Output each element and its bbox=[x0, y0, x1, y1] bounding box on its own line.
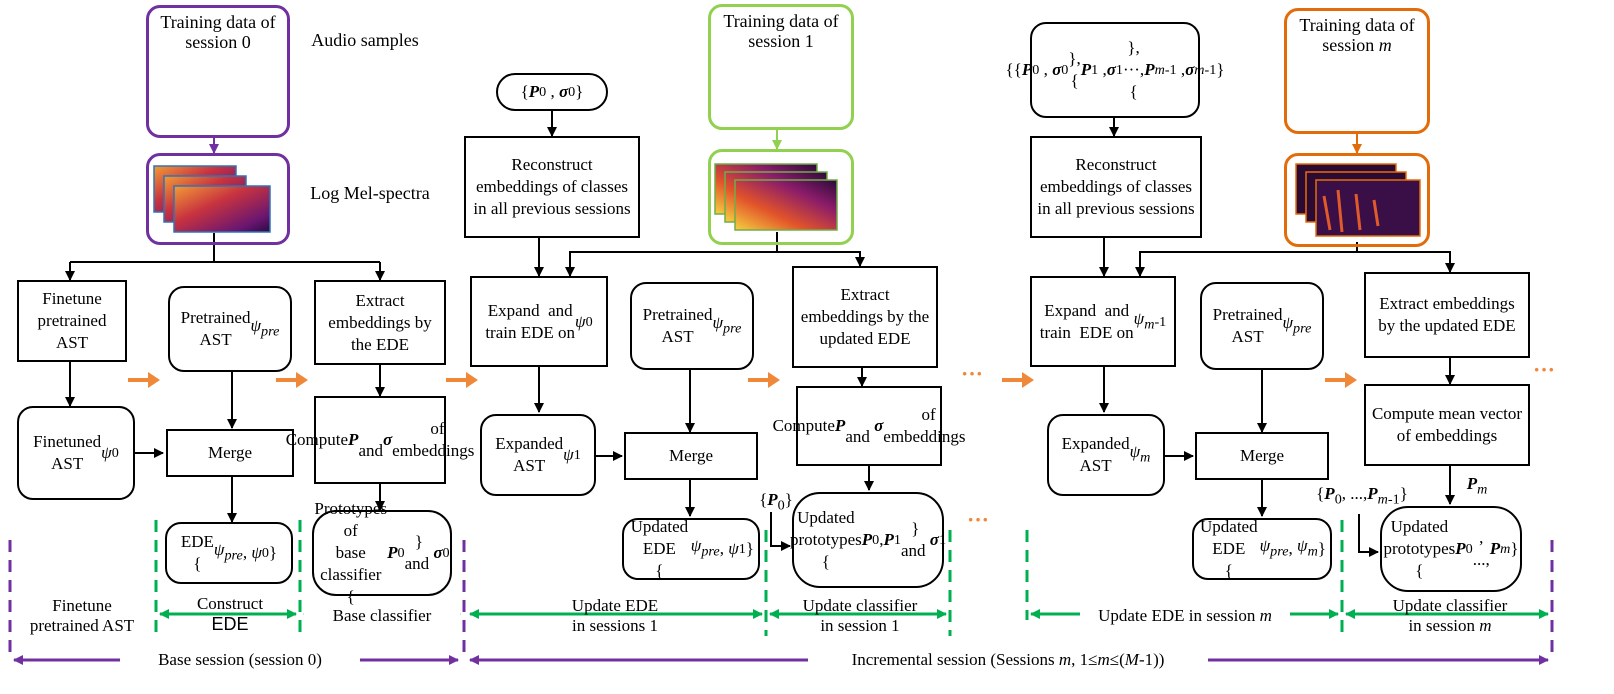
merge-box-1: Merge bbox=[624, 432, 758, 480]
pm1-annotation: {P0, ...,Pm-1} bbox=[1316, 484, 1408, 508]
reconstruct-box-1: Reconstruct embeddings of classes in all… bbox=[464, 136, 640, 238]
sessionm-arrows bbox=[1099, 118, 1455, 557]
merge-box-m: Merge bbox=[1195, 432, 1329, 480]
ellipsis-2: ··· bbox=[966, 507, 989, 532]
pm-annotation: Pm bbox=[1466, 474, 1488, 498]
updated-ede-box-m: Updated EDE{ψpre, ψm} bbox=[1192, 517, 1332, 580]
extract-updated-box-1: Extract embeddings by the updated EDE bbox=[792, 266, 938, 368]
session1-data-frame: Training data of session 1 bbox=[708, 4, 854, 130]
base-classifier-label: Base classifier bbox=[304, 606, 460, 626]
session0-arrows bbox=[65, 233, 385, 523]
log-mel-label: Log Mel-spectra bbox=[310, 183, 430, 203]
audio-samples-label: Audio samples bbox=[311, 30, 419, 50]
finetune-ast-box: Finetune pretrained AST bbox=[17, 280, 127, 362]
reconstruct-box-m: Reconstruct embeddings of classes in all… bbox=[1030, 136, 1202, 238]
mel-spectra-0 bbox=[153, 165, 271, 233]
mel-spectra-1 bbox=[714, 163, 838, 231]
session1-mel-frame bbox=[708, 149, 854, 245]
session1-data-label: Training data of session 1 bbox=[723, 11, 839, 51]
stage-arrows bbox=[128, 372, 1357, 388]
base-session-label: Base session (session 0) bbox=[120, 650, 360, 670]
mel-spectra-m bbox=[1295, 163, 1421, 237]
extract-updated-box-m: Extract embeddings by the updated EDE bbox=[1364, 272, 1530, 358]
session0-mel-frame bbox=[146, 153, 290, 245]
session0-data-label: Training data of session 0 bbox=[160, 12, 276, 52]
update-ede-m-label: Update EDE in session m bbox=[1080, 606, 1290, 626]
ellipsis-3: ··· bbox=[1532, 357, 1555, 382]
sessionm-mel-frame bbox=[1284, 153, 1430, 247]
incremental-session-label: Incremental session (Sessions m, 1≤m≤(M-… bbox=[808, 650, 1208, 670]
ellipsis-1: ··· bbox=[960, 361, 983, 386]
merge-box-0: Merge bbox=[166, 429, 294, 477]
mean-vector-box: Compute mean vector of embeddings bbox=[1364, 384, 1530, 466]
separators bbox=[8, 520, 1554, 655]
extract-ede-box: Extract embeddings by the EDE bbox=[314, 280, 446, 365]
p0-annotation: {P0} bbox=[759, 490, 793, 514]
session0-data-frame: Training data of session 0 bbox=[146, 5, 290, 138]
